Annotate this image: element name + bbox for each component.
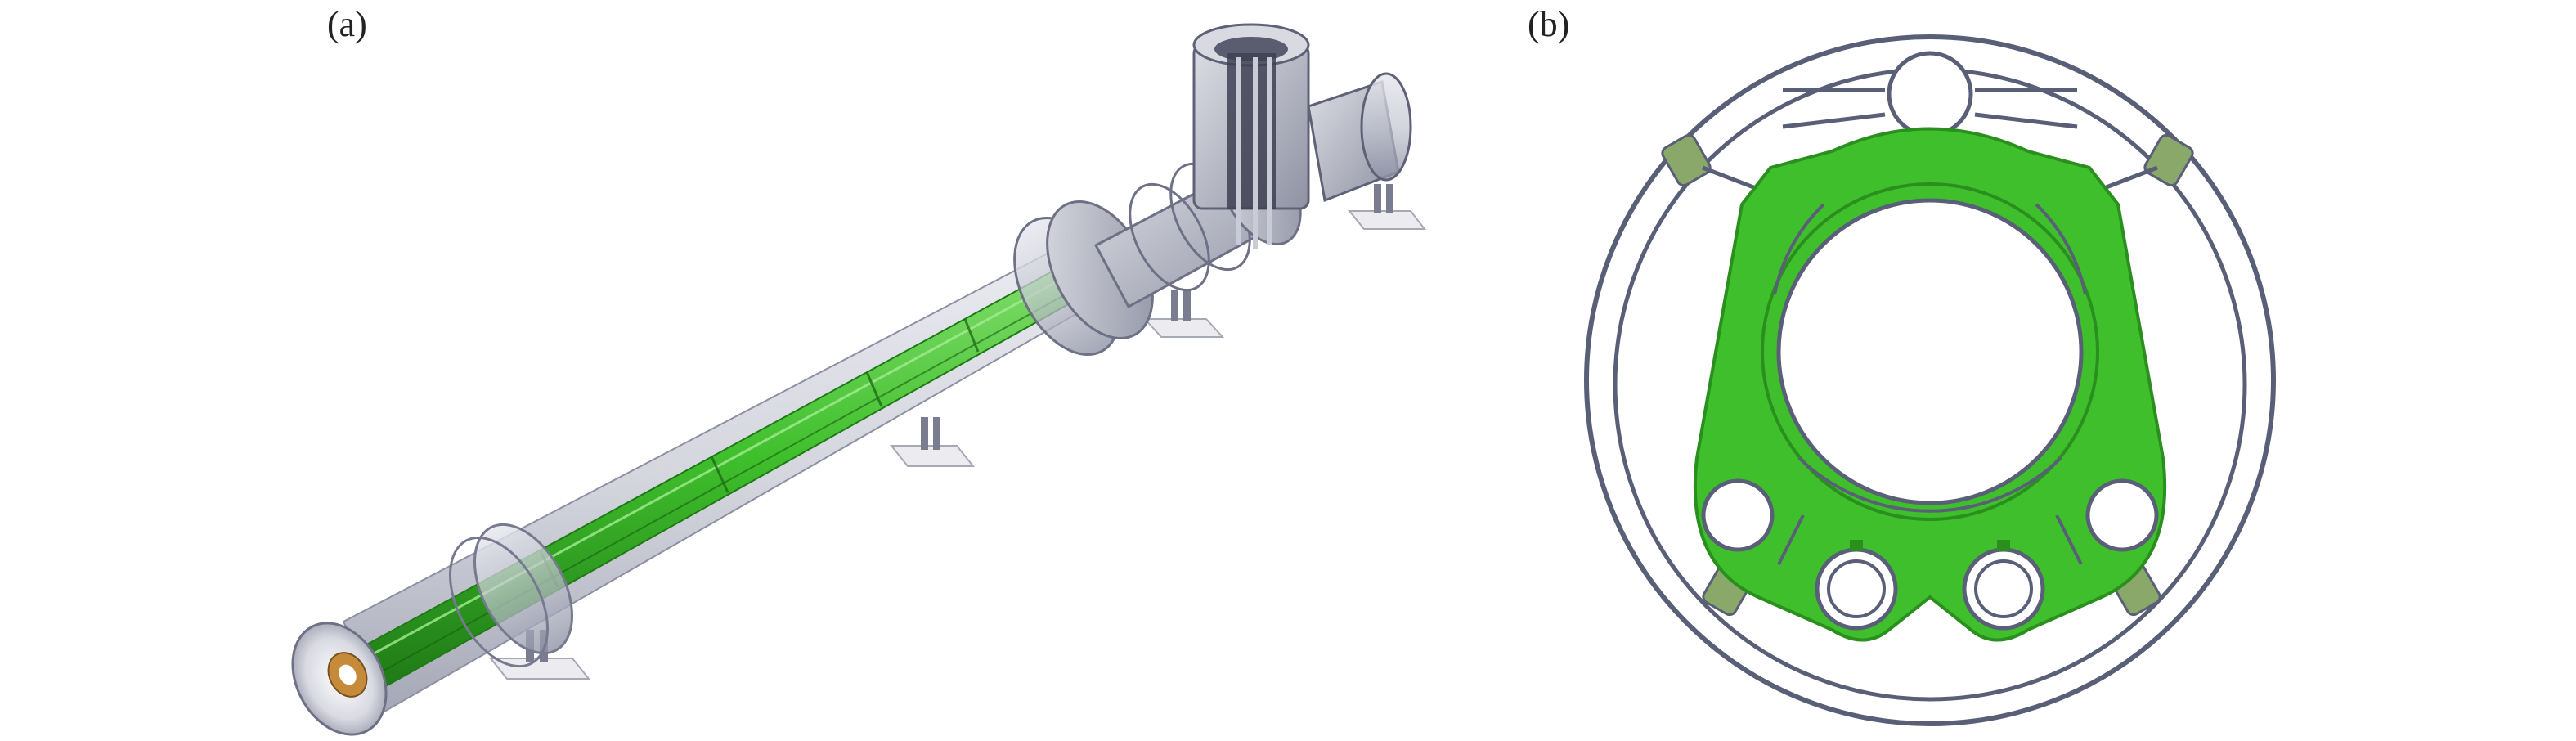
support-stand-2 [889,417,976,467]
support-stand-4 [1347,184,1427,230]
panel-label-b: (b) [1528,4,1570,44]
top-pipe [1782,51,2078,137]
plate-slots [1777,514,2083,565]
cross-section [1584,34,2276,726]
outer-vessel-ring [1584,34,2276,726]
cryostat-assembly [291,23,1427,736]
lower-port-right [1962,540,2045,631]
central-bore [1776,198,2084,505]
flange-ring-1 [448,523,574,668]
service-turret [1192,23,1310,249]
side-port-cylinder [1307,72,1412,203]
panel-label-a: (a) [327,4,367,44]
lower-port-left [1815,540,1898,631]
front-end-cap [291,622,388,736]
side-hole-left [1701,478,1775,552]
support-stand-3 [1142,290,1225,338]
side-hole-right [2085,478,2159,552]
